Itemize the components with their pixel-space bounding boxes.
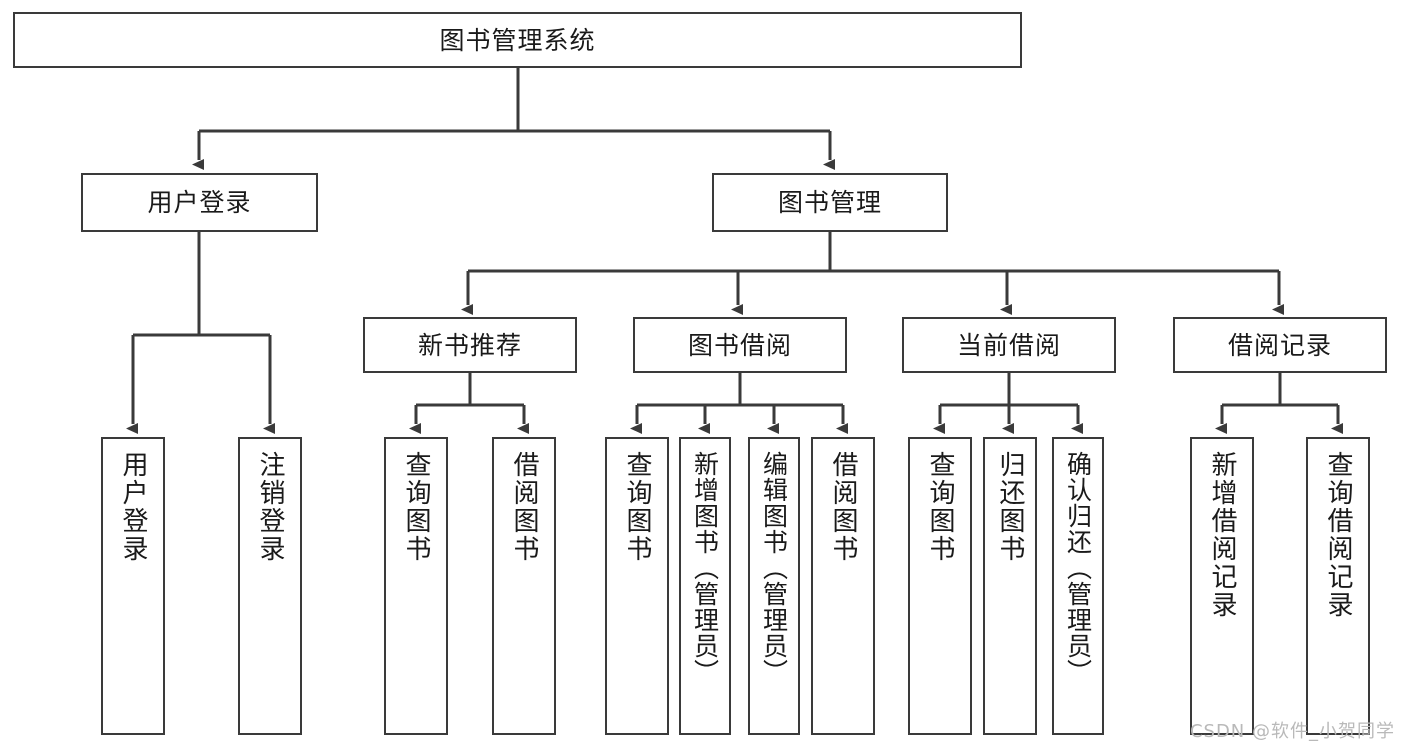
node-new-book-recommend[interactable]: 新书推荐 (363, 317, 577, 373)
node-book-borrow[interactable]: 图书借阅 (633, 317, 847, 373)
leaf-borrow-book-recommend[interactable]: 借阅图书 (492, 437, 556, 735)
node-label: 图书管理 (777, 188, 882, 217)
leaf-query-book-current[interactable]: 查询图书 (908, 437, 972, 735)
node-label: 注销登录 (255, 451, 286, 563)
watermark: CSDN @软件_小贺同学 (1189, 721, 1395, 742)
leaf-edit-book-admin[interactable]: 编辑图书（管理员） (748, 437, 800, 735)
node-label: 新书推荐 (417, 330, 522, 360)
leaf-add-book-admin[interactable]: 新增图书（管理员） (679, 437, 731, 735)
leaf-logout[interactable]: 注销登录 (238, 437, 302, 735)
node-label: 图书管理系统 (439, 25, 596, 55)
leaf-query-book-recommend[interactable]: 查询图书 (384, 437, 448, 735)
node-label: 编辑图书（管理员） (759, 451, 789, 685)
leaf-confirm-return-admin[interactable]: 确认归还（管理员） (1052, 437, 1104, 735)
leaf-add-borrow-record[interactable]: 新增借阅记录 (1190, 437, 1254, 735)
node-user-login[interactable]: 用户登录 (81, 173, 318, 232)
node-label: 新增借阅记录 (1207, 451, 1238, 619)
leaf-borrow-book[interactable]: 借阅图书 (811, 437, 875, 735)
node-label: 查询图书 (925, 451, 956, 563)
node-label: 借阅图书 (509, 451, 540, 563)
node-borrow-record[interactable]: 借阅记录 (1173, 317, 1387, 373)
leaf-return-book[interactable]: 归还图书 (983, 437, 1037, 735)
node-label: 查询借阅记录 (1323, 451, 1354, 619)
node-label: 确认归还（管理员） (1063, 451, 1093, 685)
leaf-query-book-borrow[interactable]: 查询图书 (605, 437, 669, 735)
leaf-user-login[interactable]: 用户登录 (101, 437, 165, 735)
node-label: 归还图书 (995, 451, 1026, 563)
node-book-management[interactable]: 图书管理 (712, 173, 948, 232)
node-label: 查询图书 (622, 451, 653, 563)
leaf-query-borrow-record[interactable]: 查询借阅记录 (1306, 437, 1370, 735)
node-label: 图书借阅 (687, 330, 792, 360)
node-current-borrow[interactable]: 当前借阅 (902, 317, 1116, 373)
node-label: 用户登录 (118, 451, 149, 563)
node-label: 当前借阅 (956, 330, 1061, 360)
node-label: 用户登录 (147, 188, 252, 217)
node-label: 借阅记录 (1227, 330, 1332, 360)
node-root-book-management-system[interactable]: 图书管理系统 (13, 12, 1022, 68)
node-label: 新增图书（管理员） (690, 451, 720, 685)
node-label: 查询图书 (401, 451, 432, 563)
node-label: 借阅图书 (828, 451, 859, 563)
